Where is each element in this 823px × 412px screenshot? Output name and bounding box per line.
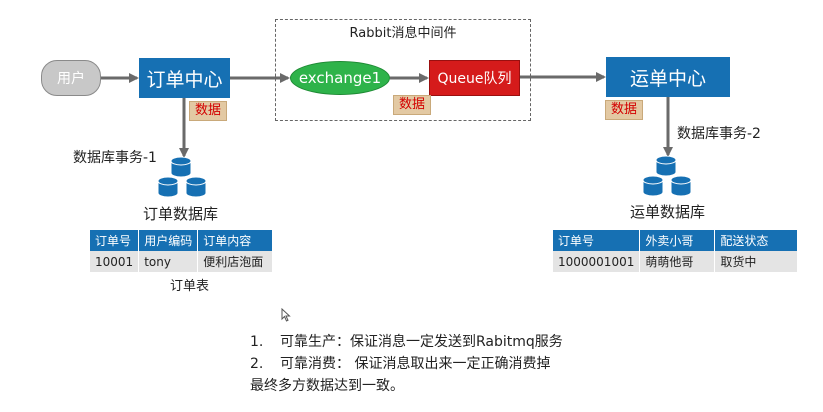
table-header-cell: 用户编码 <box>138 230 199 251</box>
middleware-data-tag: 数据 <box>393 95 432 115</box>
table-header-row: 订单号 用户编码 订单内容 <box>90 230 274 251</box>
database-stack-icon <box>157 157 207 198</box>
user-node: 用户 <box>41 60 101 96</box>
order-center-node: 订单中心 <box>139 58 230 98</box>
order-db-label: 订单数据库 <box>143 205 219 223</box>
table-header-cell: 订单号 <box>553 230 641 251</box>
table-cell: tony <box>138 251 199 272</box>
order-transaction-label: 数据库事务-1 <box>73 150 157 166</box>
database-stack-icon <box>642 156 692 197</box>
table-cell: 便利店泡面 <box>197 251 274 272</box>
table-header-cell: 配送状态 <box>714 230 799 251</box>
ship-data-tag: 数据 <box>605 100 644 120</box>
table-row: 10001 tony 便利店泡面 <box>90 251 274 272</box>
notes-block: 1. 可靠生产：保证消息一定发送到Rabitmq服务 2. 可靠消费： 保证消息取出… <box>250 331 563 397</box>
order-table: 订单号 用户编码 订单内容 10001 tony 便利店泡面 <box>90 230 274 272</box>
ship-transaction-label: 数据库事务-2 <box>677 126 761 142</box>
table-header-cell: 订单号 <box>90 230 140 251</box>
note-text: 可靠消费： 保证消息取出来一定正确消费掉 <box>280 356 551 372</box>
table-cell: 萌萌他哥 <box>639 251 716 272</box>
note-number: 1. <box>250 334 264 350</box>
ship-db-label: 运单数据库 <box>630 203 706 221</box>
note-number: 2. <box>250 356 264 372</box>
mouse-pointer-icon <box>281 308 291 322</box>
table-header-cell: 外卖小哥 <box>639 230 716 251</box>
table-header-cell: 订单内容 <box>197 230 274 251</box>
exchange-node: exchange1 <box>290 61 390 95</box>
table-cell: 1000001001 <box>553 251 641 272</box>
ship-center-node: 运单中心 <box>606 57 730 97</box>
order-data-tag: 数据 <box>189 101 228 121</box>
ship-table: 订单号 外卖小哥 配送状态 1000001001 萌萌他哥 取货中 <box>553 230 799 272</box>
note-text: 可靠生产：保证消息一定发送到Rabitmq服务 <box>280 334 563 350</box>
table-header-row: 订单号 外卖小哥 配送状态 <box>553 230 799 251</box>
note-item: 1. 可靠生产：保证消息一定发送到Rabitmq服务 <box>250 331 563 353</box>
middleware-title: Rabbit消息中间件 <box>349 26 457 41</box>
middleware-group <box>275 19 531 121</box>
conclusion-text: 最终多方数据达到一致。 <box>250 378 404 394</box>
table-row: 1000001001 萌萌他哥 取货中 <box>553 251 799 272</box>
order-table-caption: 订单表 <box>170 279 210 294</box>
table-cell: 10001 <box>90 251 140 272</box>
table-cell: 取货中 <box>714 251 799 272</box>
queue-node: Queue队列 <box>429 60 520 96</box>
note-item: 2. 可靠消费： 保证消息取出来一定正确消费掉 <box>250 353 563 375</box>
